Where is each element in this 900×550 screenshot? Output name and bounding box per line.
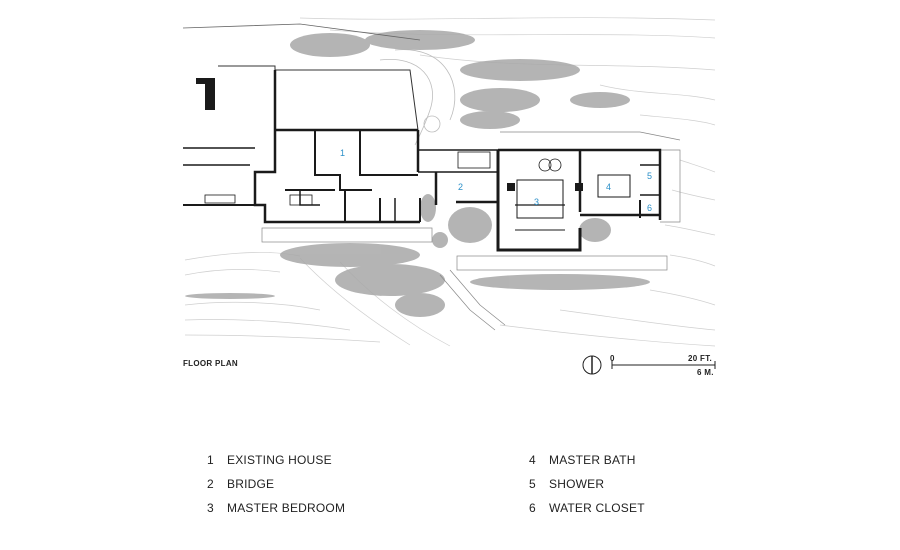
north-arrow-icon xyxy=(582,355,602,375)
room-number-4: 4 xyxy=(606,182,611,192)
contour-lines xyxy=(184,17,716,347)
floor-plan-drawing: 1 2 3 4 5 6 xyxy=(182,17,716,375)
legend-label: MASTER BATH xyxy=(549,453,636,467)
legend-item: 3 MASTER BEDROOM xyxy=(207,501,345,515)
terraces xyxy=(261,131,681,331)
legend-number: 4 xyxy=(529,453,536,467)
room-number-2: 2 xyxy=(458,182,463,192)
scale-bar xyxy=(611,361,716,369)
legend-item: 1 EXISTING HOUSE xyxy=(207,453,332,467)
legend-label: EXISTING HOUSE xyxy=(227,453,332,467)
room-number-labels: 1 2 3 4 5 6 xyxy=(340,148,652,213)
legend-item: 6 WATER CLOSET xyxy=(529,501,645,515)
scale-meters-label: 6 M. xyxy=(697,368,714,377)
drawing-title: FLOOR PLAN xyxy=(183,359,238,368)
legend-item: 4 MASTER BATH xyxy=(529,453,636,467)
legend-number: 2 xyxy=(207,477,214,491)
driveway xyxy=(379,49,456,146)
scale-zero-label: 0 xyxy=(610,354,615,363)
room-number-1: 1 xyxy=(340,148,345,158)
legend-label: WATER CLOSET xyxy=(549,501,645,515)
legend-label: MASTER BEDROOM xyxy=(227,501,346,515)
vegetation xyxy=(185,30,650,317)
legend-number: 3 xyxy=(207,501,214,515)
addition-walls xyxy=(418,148,662,252)
scale-feet-label: 20 FT. xyxy=(688,354,713,363)
legend-label: BRIDGE xyxy=(227,477,275,491)
legend-item: 5 SHOWER xyxy=(529,477,604,491)
legend-item: 2 BRIDGE xyxy=(207,477,274,491)
room-number-6: 6 xyxy=(647,203,652,213)
legend-number: 5 xyxy=(529,477,536,491)
room-number-3: 3 xyxy=(534,197,539,207)
legend-number: 6 xyxy=(529,501,536,515)
existing-house-walls xyxy=(182,23,421,224)
room-number-5: 5 xyxy=(647,171,652,181)
legend-label: SHOWER xyxy=(549,477,605,491)
legend-number: 1 xyxy=(207,453,214,467)
